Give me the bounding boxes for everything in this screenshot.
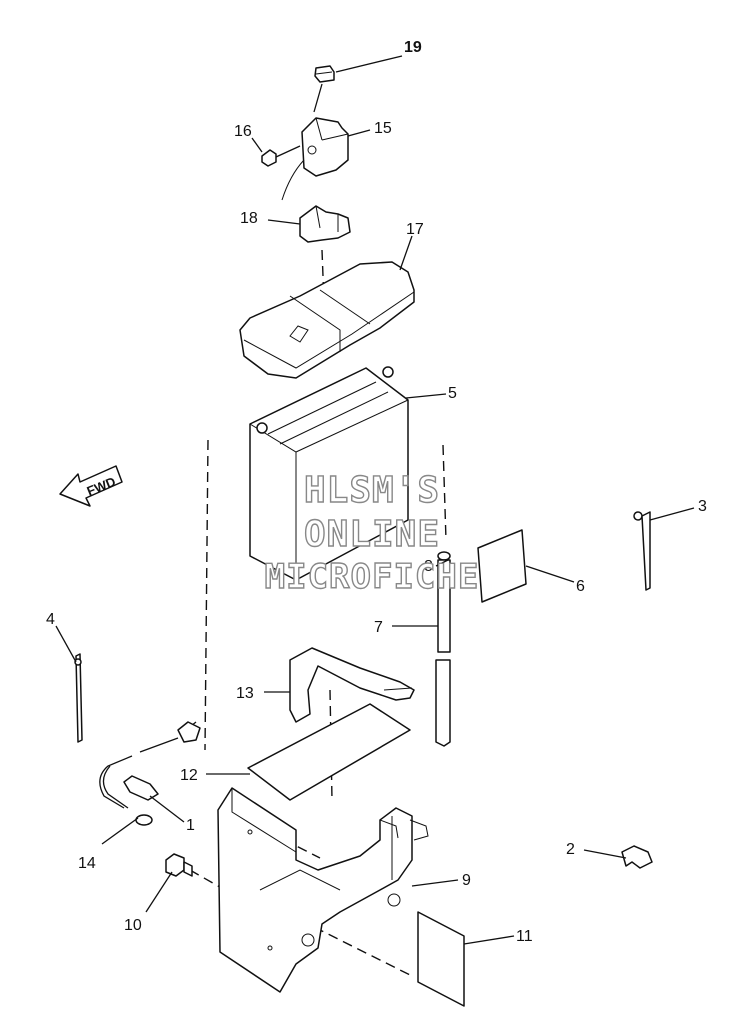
callout-3: 3	[698, 498, 707, 515]
part-18-relay-bracket[interactable]	[299, 205, 351, 243]
callout-12: 12	[180, 767, 198, 784]
part-4-clip[interactable]	[74, 653, 83, 743]
part-14-battery-cable[interactable]	[99, 721, 201, 826]
leader-lines	[55, 55, 695, 945]
part-13-battery-band[interactable]	[289, 647, 415, 723]
part-15-starter-relay[interactable]	[281, 117, 349, 201]
callout-18: 18	[240, 210, 258, 227]
part-9-battery-box[interactable]	[217, 787, 429, 993]
part-1-terminal[interactable]	[123, 775, 159, 801]
callout-13: 13	[236, 685, 254, 702]
callout-labels: 19 15 16 18 17 5 3 8 6 4 7 13 12 1 14 2 …	[46, 39, 707, 945]
part-12-battery-sheet[interactable]	[247, 703, 411, 801]
part-16-bolt[interactable]	[261, 145, 301, 167]
callout-17: 17	[406, 221, 424, 238]
callout-1: 1	[186, 817, 195, 834]
callout-8: 8	[424, 558, 433, 575]
callout-14: 14	[78, 855, 96, 872]
part-11-cover-sheet[interactable]	[417, 911, 465, 1007]
callout-16: 16	[234, 123, 252, 140]
part-6-pad[interactable]	[477, 529, 527, 603]
callout-15: 15	[374, 120, 392, 137]
part-17-battery-cover[interactable]	[239, 261, 415, 379]
part-5-battery[interactable]	[249, 366, 409, 581]
watermark-line-3: MICROFICHE	[265, 557, 480, 597]
callout-6: 6	[576, 578, 585, 595]
part-10-bolt[interactable]	[165, 853, 193, 877]
callout-2: 2	[566, 841, 575, 858]
callout-11: 11	[516, 928, 533, 945]
watermark-line-2: ONLINE	[304, 514, 440, 555]
forward-direction-arrow: FWD	[59, 465, 123, 507]
part-3-clip[interactable]	[633, 511, 651, 591]
callout-9: 9	[462, 872, 471, 889]
part-2-clamp[interactable]	[621, 845, 653, 869]
callout-4: 4	[46, 611, 55, 628]
watermark: HLSM'S ONLINE MICROFICHE	[264, 469, 480, 597]
watermark-line-1: HLSM'S	[304, 470, 440, 511]
callout-5: 5	[448, 385, 457, 402]
part-19-fuse-cap[interactable]	[314, 65, 335, 83]
callout-10: 10	[124, 917, 142, 934]
callout-7: 7	[374, 619, 383, 636]
part-7-breather-hose[interactable]	[435, 559, 451, 747]
callout-19: 19	[404, 39, 422, 56]
